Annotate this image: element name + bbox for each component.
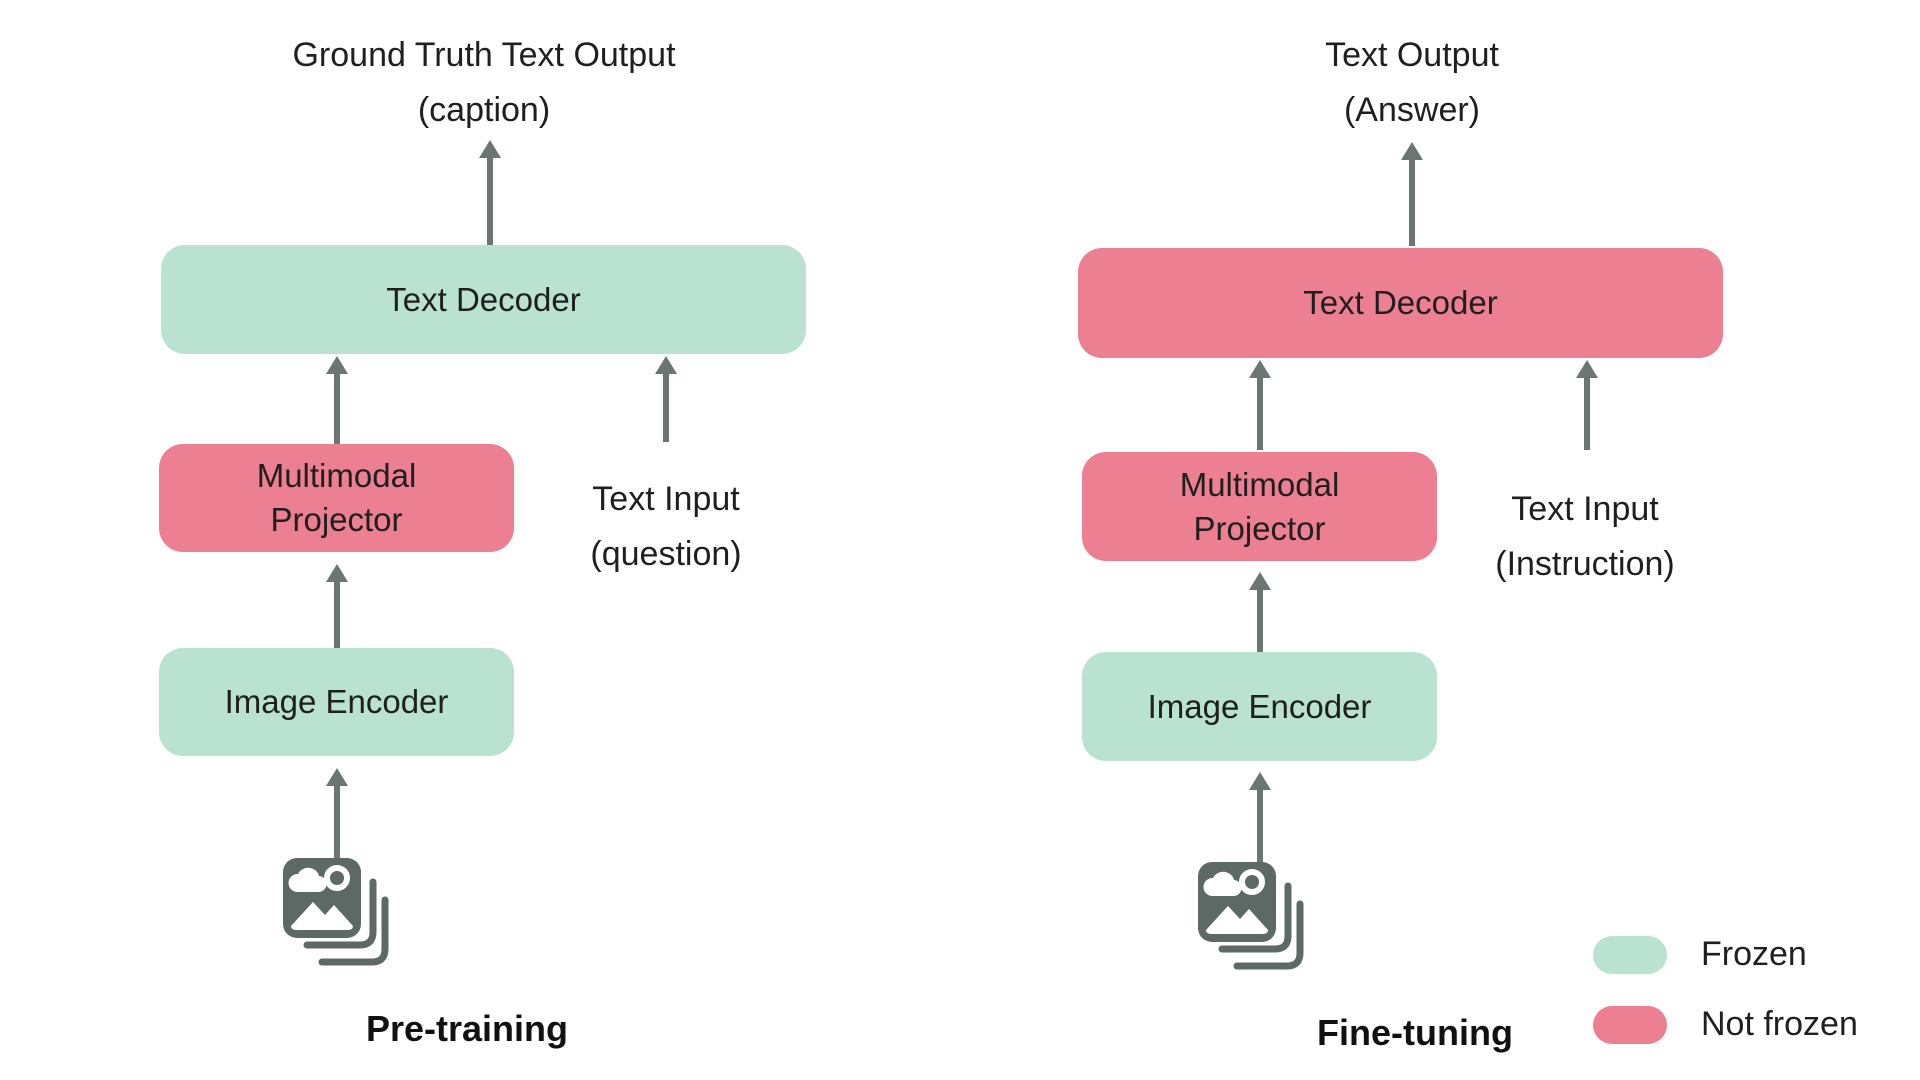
right-text-input-line1: Text Input (1511, 490, 1659, 528)
legend-frozen-label: Frozen (1701, 935, 1807, 973)
arrow-stem (334, 782, 340, 860)
left-arrow-images-to-encoder (325, 768, 349, 860)
image-stack-icon (283, 858, 389, 966)
right-projector-line1: Multimodal (1179, 465, 1340, 503)
left-arrow-encoder-to-projector (325, 564, 349, 648)
right-arrow-projector-to-decoder (1248, 360, 1272, 450)
arrow-stem (334, 370, 340, 444)
right-text-input-label: Text Input (Instruction) (1435, 482, 1735, 592)
right-arrow-encoder-to-projector (1248, 572, 1272, 656)
right-arrow-images-to-encoder (1248, 772, 1272, 864)
left-projector-line1: Multimodal (256, 457, 417, 495)
right-multimodal-projector-box: Multimodal Projector (1082, 452, 1437, 561)
arrow-stem (1409, 156, 1415, 246)
arrow-stem (487, 154, 493, 246)
right-output-line2: (Answer) (1343, 91, 1481, 129)
arrow-head-icon (326, 356, 348, 374)
right-projector-line2: Projector (1193, 509, 1326, 547)
right-arrow-textinput-to-decoder (1575, 360, 1599, 450)
left-output-label: Ground Truth Text Output (caption) (162, 28, 806, 138)
arrow-head-icon (326, 564, 348, 582)
arrow-head-icon (1249, 360, 1271, 378)
right-output-line1: Text Output (1325, 36, 1499, 74)
arrow-stem (663, 370, 669, 442)
left-image-encoder-box: Image Encoder (159, 648, 514, 756)
left-panel-caption: Pre-training (365, 1008, 569, 1049)
legend-row-frozen: Frozen (1593, 935, 1807, 974)
right-output-label: Text Output (Answer) (1090, 28, 1734, 138)
arrow-head-icon (1249, 772, 1271, 790)
arrow-head-icon (1401, 142, 1423, 160)
left-arrow-projector-to-decoder (325, 356, 349, 444)
right-text-decoder-box: Text Decoder (1078, 248, 1723, 358)
arrow-stem (1257, 786, 1263, 864)
left-text-input-label: Text Input (question) (516, 472, 816, 582)
arrow-head-icon (326, 768, 348, 786)
legend-row-not-frozen: Not frozen (1593, 1005, 1858, 1044)
left-text-input-line1: Text Input (592, 480, 740, 518)
left-image-encoder-label: Image Encoder (224, 683, 449, 721)
arrow-stem (1257, 586, 1263, 656)
left-text-input-line2: (question) (590, 535, 742, 573)
right-text-decoder-label: Text Decoder (1303, 284, 1498, 322)
right-image-encoder-label: Image Encoder (1147, 687, 1372, 725)
right-image-encoder-box: Image Encoder (1082, 652, 1437, 761)
arrow-stem (334, 578, 340, 648)
arrow-head-icon (655, 356, 677, 374)
right-arrow-decoder-to-output (1400, 142, 1424, 246)
arrow-stem (1257, 374, 1263, 450)
image-stack-icon (1198, 862, 1304, 970)
left-projector-line2: Projector (270, 501, 403, 538)
arrow-head-icon (1249, 572, 1271, 590)
arrow-stem (1584, 374, 1590, 450)
left-arrow-textinput-to-decoder (654, 356, 678, 442)
left-output-line1: Ground Truth Text Output (292, 36, 676, 74)
right-text-input-line2: (Instruction) (1495, 545, 1675, 583)
left-arrow-decoder-to-output (478, 140, 502, 246)
left-output-line2: (caption) (417, 91, 551, 129)
frozen-swatch-icon (1593, 935, 1667, 974)
arrow-head-icon (1576, 360, 1598, 378)
left-text-decoder-box: Text Decoder (161, 245, 806, 354)
right-panel-caption: Fine-tuning (1317, 1012, 1513, 1053)
not-frozen-swatch-icon (1593, 1005, 1667, 1044)
legend-not-frozen-label: Not frozen (1701, 1005, 1858, 1043)
left-multimodal-projector-box: Multimodal Projector (159, 444, 514, 552)
arrow-head-icon (479, 140, 501, 158)
left-text-decoder-label: Text Decoder (386, 280, 581, 318)
